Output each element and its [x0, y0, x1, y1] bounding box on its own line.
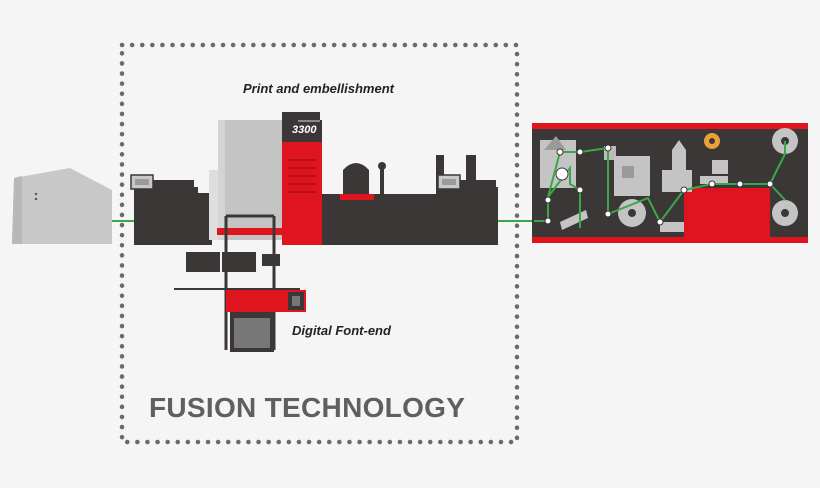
press-model-label: 3300	[292, 124, 317, 136]
press-line	[130, 155, 498, 245]
print-embellishment-label: Print and embellishment	[243, 81, 394, 96]
unwinder-unit	[12, 168, 112, 244]
digital-front-end-unit	[174, 214, 306, 352]
digital-front-end-label: Digital Font-end	[292, 323, 391, 338]
dotted-frame	[119, 42, 520, 445]
digital-press-3300	[209, 112, 322, 245]
finishing-module	[532, 123, 808, 243]
fusion-technology-title: FUSION TECHNOLOGY	[149, 392, 466, 423]
